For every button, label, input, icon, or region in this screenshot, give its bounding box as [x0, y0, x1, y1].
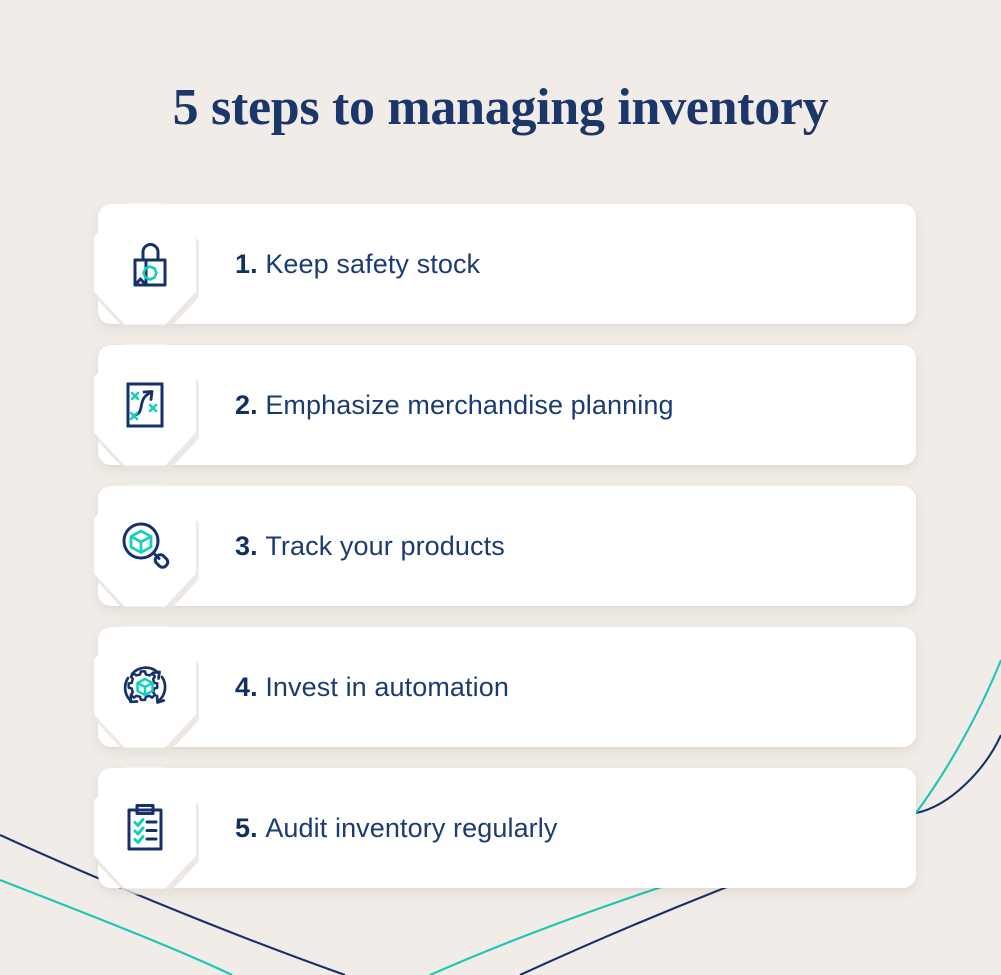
step-number-1: 1. [235, 248, 266, 279]
shopping-bag-icon [133, 243, 167, 287]
step-card-1[interactable]: 1. Keep safety stock [94, 203, 916, 331]
gear-cube-cycle-icon [123, 666, 167, 704]
clipboard-checklist-icon [127, 804, 163, 851]
badge-octagon [92, 342, 198, 468]
steps-list: 1. Keep safety stock 2. Emph [94, 203, 916, 895]
step-text-5: 5. Audit inventory regularly [235, 813, 557, 844]
strategy-board-icon [126, 382, 164, 428]
step-label-2: Emphasize merchandise planning [265, 389, 674, 420]
step-badge-5 [92, 765, 199, 895]
page-title: 5 steps to managing inventory [172, 79, 829, 136]
step-label-1: Keep safety stock [265, 248, 481, 279]
step-badge-4 [92, 624, 199, 754]
step-badge-1 [92, 201, 199, 331]
step-number-3: 3. [235, 530, 266, 561]
step-number-4: 4. [235, 671, 266, 702]
step-card-3[interactable]: 3. Track your products [94, 485, 916, 613]
step-number-2: 2. [235, 389, 266, 420]
step-text-3: 3. Track your products [235, 531, 505, 562]
step-badge-3 [92, 483, 199, 613]
step-text-2: 2. Emphasize merchandise planning [235, 390, 674, 421]
magnifier-cube-icon [122, 522, 170, 569]
badge-octagon [92, 483, 198, 609]
step-label-5: Audit inventory regularly [265, 812, 558, 843]
step-text-4: 4. Invest in automation [235, 672, 509, 703]
step-label-4: Invest in automation [265, 671, 509, 702]
step-badge-2 [92, 342, 199, 472]
step-card-5[interactable]: 5. Audit inventory regularly [94, 767, 916, 895]
step-card-2[interactable]: 2. Emphasize merchandise planning [94, 344, 916, 472]
step-card-4[interactable]: 4. Invest in automation [94, 626, 916, 754]
step-label-3: Track your products [265, 530, 505, 561]
step-text-1: 1. Keep safety stock [235, 249, 480, 280]
step-number-5: 5. [235, 812, 266, 843]
